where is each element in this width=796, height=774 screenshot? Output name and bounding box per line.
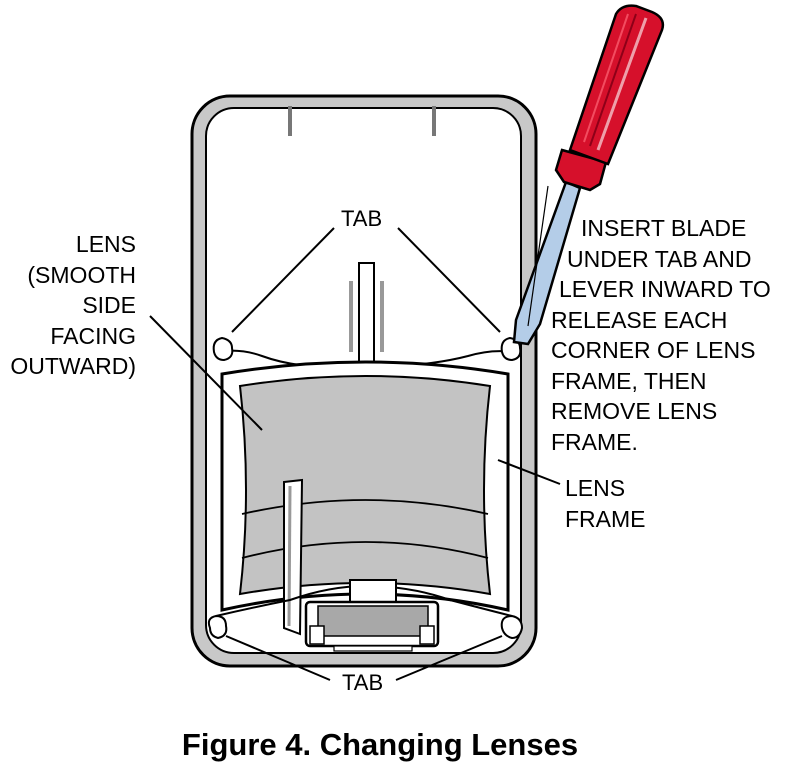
tab-bottom-right: [500, 614, 524, 640]
tab-top-right: [500, 336, 522, 362]
leader-lens: [149, 315, 263, 431]
lens-label-line: LENS: [75, 231, 136, 257]
lens-ridges: [241, 499, 489, 559]
instruction-line: CORNER OF LENS: [551, 337, 756, 363]
instruction-line: FRAME.: [551, 428, 638, 455]
leader-lens-frame: [497, 459, 561, 485]
lens-label-line: (SMOOTH: [27, 261, 136, 288]
figure-caption: Figure 4. Changing Lenses: [181, 727, 579, 762]
instruction-line: RELEASE EACH: [551, 306, 728, 333]
lens-frame-label-line: FRAME: [565, 505, 646, 532]
lens-label-line: SIDE: [82, 292, 136, 318]
top-slots: [288, 106, 436, 136]
leader-tab-bottom-left: [225, 635, 331, 681]
lens-label: LENS (SMOOTH SIDE FACING OUTWARD): [10, 229, 136, 382]
lens-label-line: FACING: [50, 322, 136, 349]
screwdriver-handle: [568, 4, 665, 166]
leader-tab-bottom-right: [395, 635, 503, 681]
lens-frame-label-line: LENS: [565, 475, 626, 501]
lens-label-line: OUTWARD): [10, 353, 136, 379]
tab-top-label: TAB: [341, 206, 383, 231]
instruction-line: LEVER INWARD TO: [559, 276, 771, 302]
lens-panel: [238, 375, 492, 596]
instruction-line: UNDER TAB AND: [567, 245, 752, 272]
sensor-block: [304, 579, 440, 652]
leader-tab-top-right: [397, 227, 501, 333]
instruction-line: FRAME, THEN: [551, 367, 707, 394]
tab-bottom-label: TAB: [342, 670, 384, 695]
tab-bottom-left: [207, 614, 228, 640]
corner-tabs: [207, 336, 524, 640]
insert-blade-instructions: INSERT BLADE UNDER TAB AND LEVER INWARD …: [551, 213, 771, 457]
leader-tab-top-left: [231, 227, 335, 333]
lens-side-bar: [283, 478, 304, 636]
screwdriver-icon: [512, 4, 665, 346]
center-post: [339, 262, 393, 396]
leader-lines: [149, 227, 561, 681]
instruction-line: REMOVE LENS: [551, 398, 718, 424]
tab-top-left: [212, 336, 234, 362]
instruction-line: INSERT BLADE: [581, 215, 747, 241]
lens-frame-label: LENS FRAME: [565, 473, 646, 534]
